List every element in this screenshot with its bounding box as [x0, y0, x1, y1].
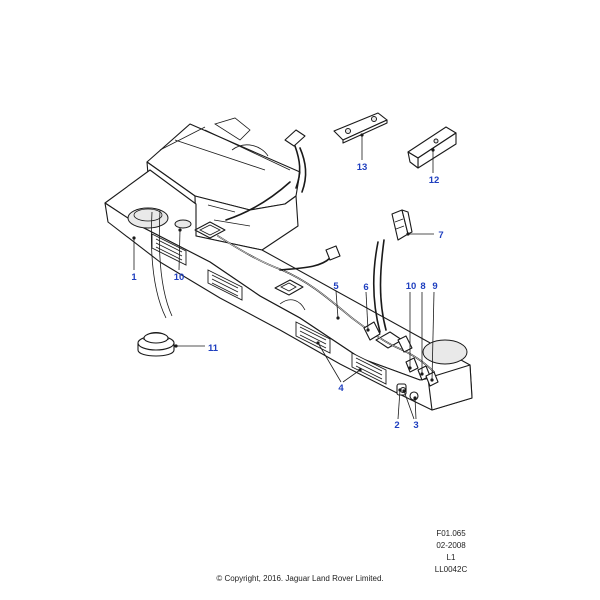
vent-2	[207, 269, 243, 301]
callout-4: 4	[338, 383, 344, 394]
callout-13: 13	[357, 162, 368, 173]
reference-level: L1	[446, 553, 456, 562]
drain-tube	[150, 211, 167, 319]
vents	[151, 233, 387, 385]
callout-5: 5	[333, 281, 339, 292]
callout-10-right: 10	[406, 281, 417, 292]
callout-1: 1	[131, 272, 137, 283]
callout-8: 8	[420, 281, 425, 292]
part-11-cap	[137, 331, 175, 357]
callout-2: 2	[394, 420, 399, 431]
callout-10-left: 10	[174, 272, 185, 283]
callout-11: 11	[208, 343, 219, 354]
part-12-bracket	[407, 126, 457, 169]
copyright-notice: © Copyright, 2016. Jaguar Land Rover Lim…	[216, 574, 384, 583]
part-7-connector	[391, 209, 413, 241]
callout-labels: 1 10 11 13 12 7 5 6 10 8 9 4 2 3	[131, 162, 443, 431]
reference-code: F01.065	[436, 529, 466, 538]
illustration-id: LL0042C	[434, 565, 468, 574]
vent-3	[295, 321, 331, 354]
vent-1	[151, 233, 187, 266]
leader-lines	[132, 133, 435, 420]
callout-7: 7	[438, 230, 443, 241]
part-13-bracket	[333, 112, 388, 144]
callout-9: 9	[432, 281, 437, 292]
reference-date: 02-2008	[436, 541, 466, 550]
callout-12: 12	[429, 175, 440, 186]
callout-6: 6	[363, 282, 368, 293]
callout-3: 3	[413, 420, 418, 431]
vent-4	[351, 352, 387, 385]
